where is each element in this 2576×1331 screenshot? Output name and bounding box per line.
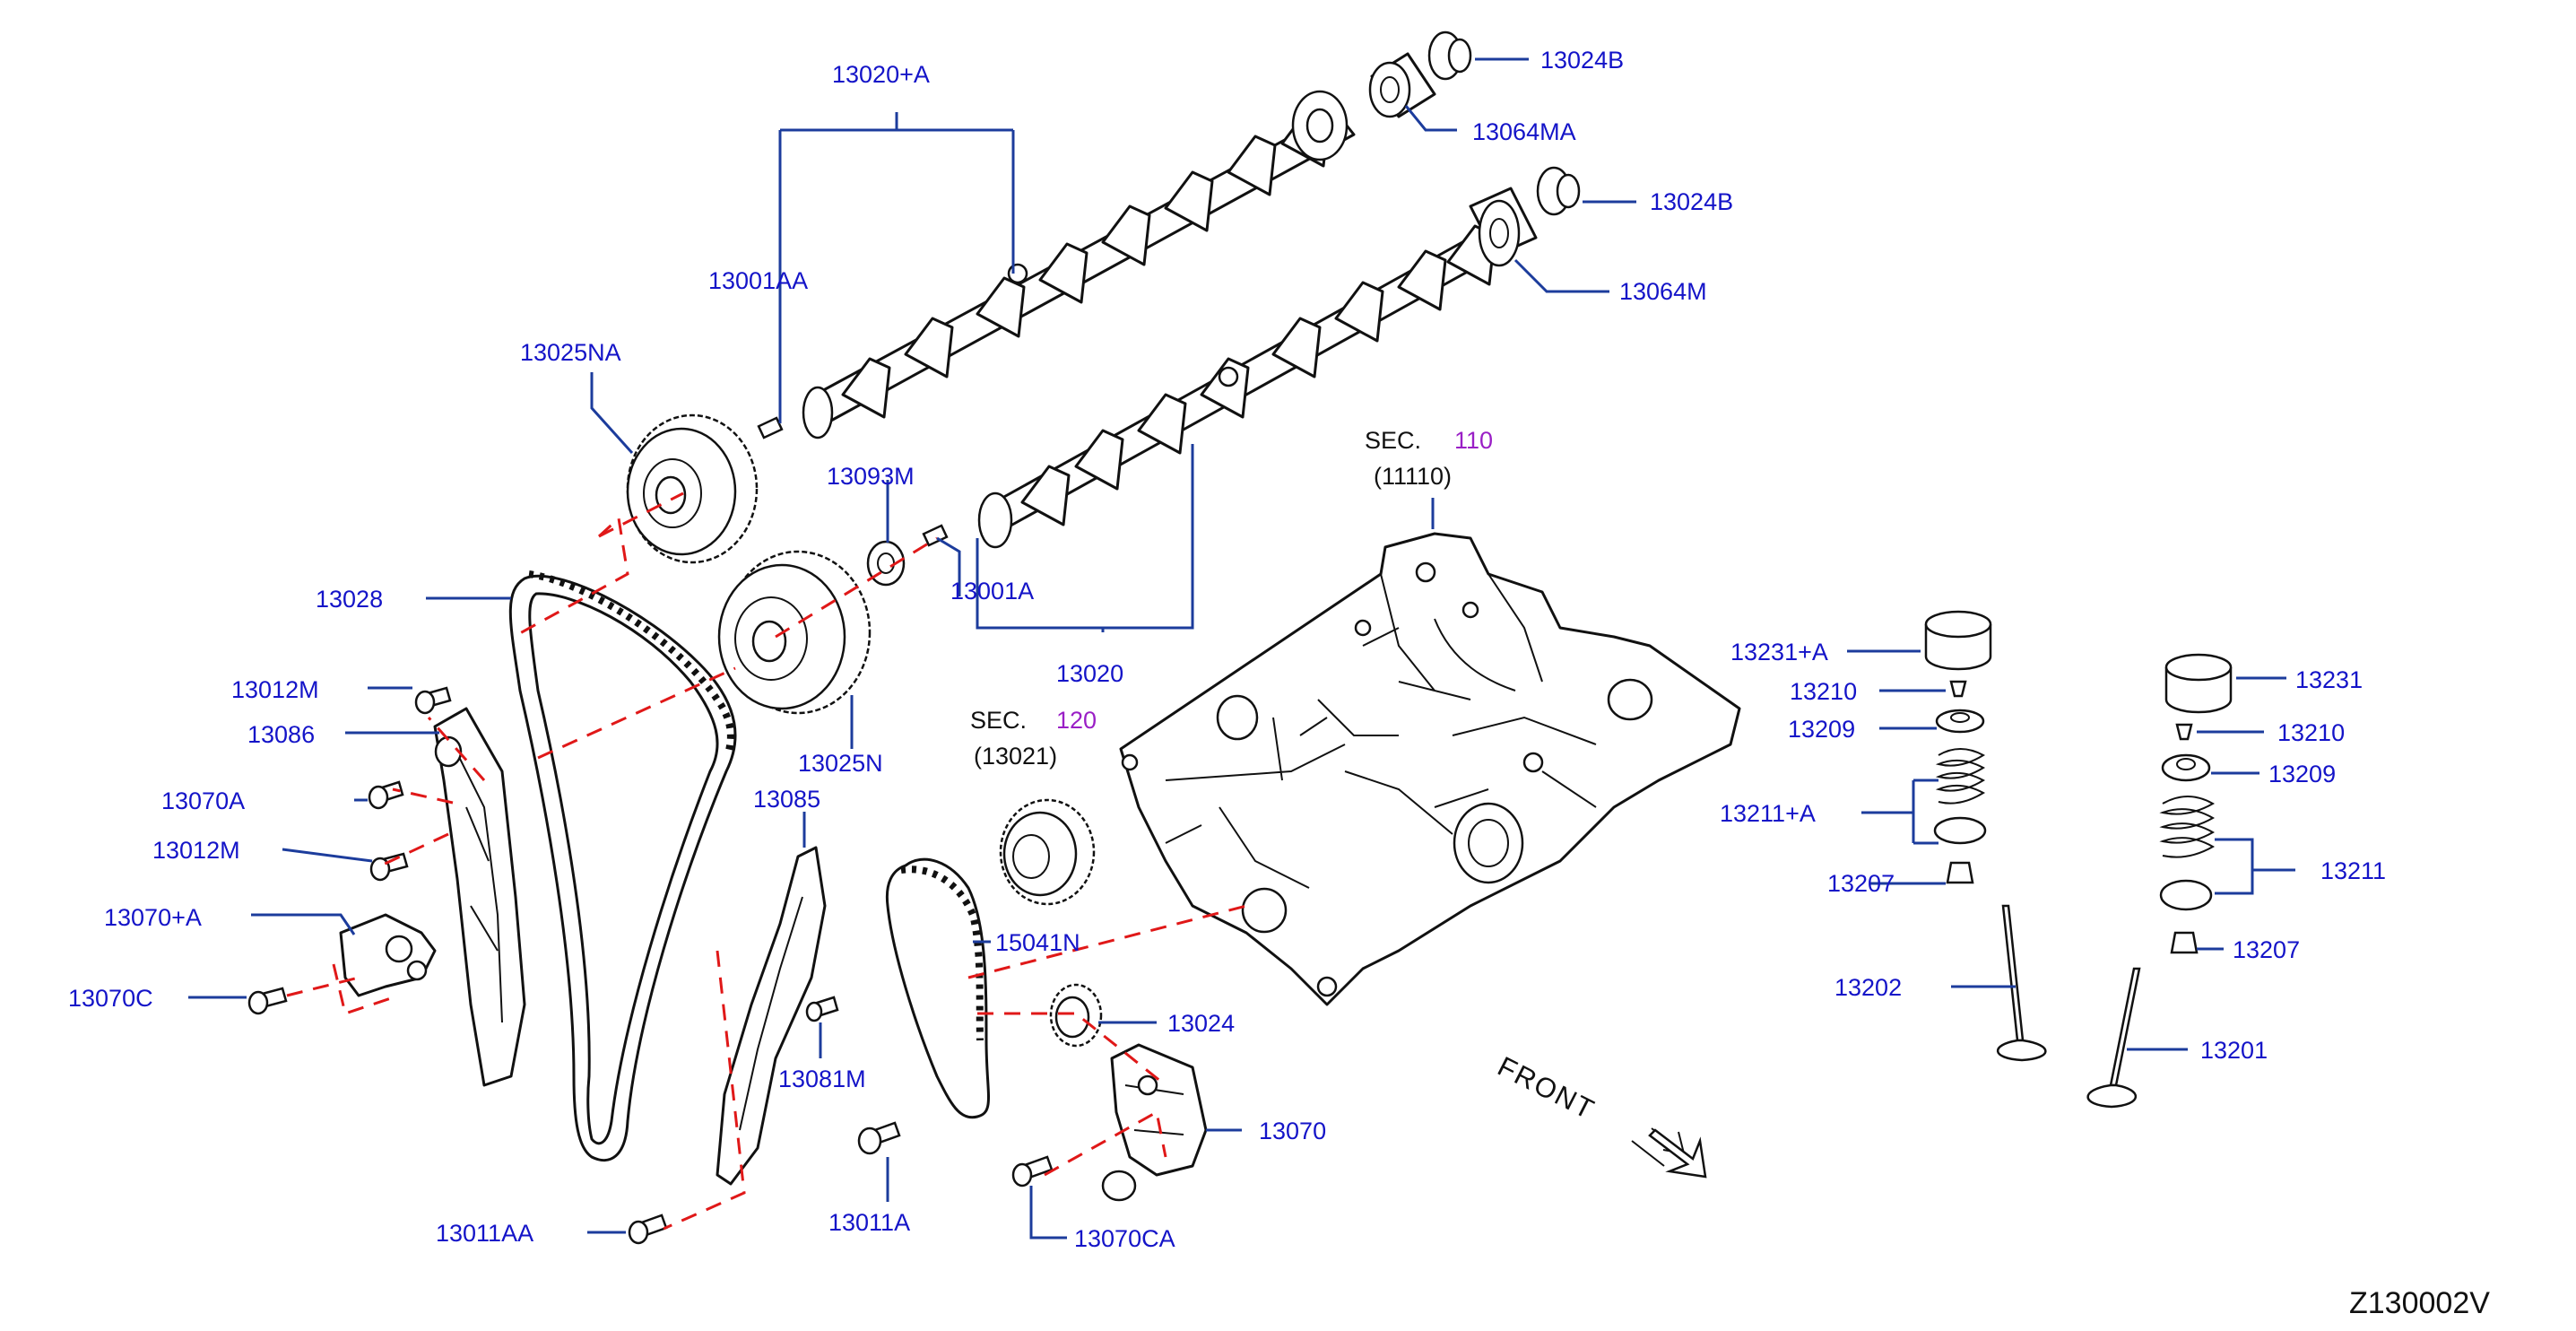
spring-retainer-13209 — [2161, 753, 2211, 782]
label-13201[interactable]: 13201 — [2200, 1037, 2268, 1064]
oil-pump-sprocket — [1049, 983, 1103, 1048]
spring-retainer-13209a — [1935, 709, 1985, 734]
valve-seal-13207 — [2170, 931, 2199, 954]
label-13028[interactable]: 13028 — [316, 586, 383, 613]
timing-chain-main — [508, 570, 737, 1162]
label-13070a[interactable]: 13070A — [161, 787, 245, 814]
label-13011aa[interactable]: 13011AA — [436, 1220, 533, 1247]
intake-cam-sprocket — [717, 550, 872, 715]
label-13210-a[interactable]: 13210 — [1790, 678, 1857, 705]
label-13012m-low[interactable]: 13012M — [152, 837, 240, 864]
label-13012m-top[interactable]: 13012M — [231, 676, 319, 703]
section-ref-110: SEC. 110 (11110) — [1365, 427, 1493, 490]
bolt-13070c — [247, 987, 288, 1015]
dowel-pin-lower — [922, 524, 949, 547]
spring-seat-13211a — [1933, 816, 1987, 845]
label-13207-a[interactable]: 13207 — [1827, 870, 1895, 897]
cam-position-plate-lower — [1469, 187, 1538, 267]
label-13211[interactable]: 13211 — [2320, 857, 2386, 884]
section-ref-code: (11110) — [1374, 463, 1452, 490]
cylinder-head-block — [1119, 532, 1741, 1006]
bolt-13011a — [857, 1121, 901, 1155]
label-13024[interactable]: 13024 — [1167, 1010, 1235, 1037]
idler-gear — [999, 798, 1096, 906]
pin-13081m — [805, 996, 839, 1022]
section-prefix: SEC. — [1365, 427, 1421, 454]
valve-lifter-13231 — [2164, 653, 2233, 714]
label-13025n[interactable]: 13025N — [798, 750, 883, 777]
label-13085[interactable]: 13085 — [753, 786, 820, 813]
valve-13202 — [1996, 904, 2047, 1062]
label-13025na[interactable]: 13025NA — [520, 339, 621, 366]
dashed-guide-lines — [286, 492, 1247, 1231]
cam-end-seal-lower — [1536, 166, 1581, 216]
section-number-110[interactable]: 110 — [1454, 427, 1493, 454]
label-13020-a[interactable]: 13020+A — [832, 61, 930, 88]
bolt-13012m-top — [414, 686, 452, 715]
label-13093m[interactable]: 13093M — [827, 463, 915, 490]
label-13064ma[interactable]: 13064MA — [1472, 118, 1576, 145]
valve-collet-13210a — [1949, 680, 1967, 698]
label-13231-a[interactable]: 13231+A — [1730, 639, 1828, 666]
label-13024b-mid[interactable]: 13024B — [1650, 188, 1733, 215]
label-13231[interactable]: 13231 — [2295, 666, 2363, 693]
oil-pump-chain — [885, 857, 990, 1119]
cam-position-plate-upper — [1368, 52, 1436, 118]
bolt-13011aa — [628, 1214, 668, 1245]
chain-tensioner-right — [1110, 1043, 1208, 1177]
leader-lines — [188, 57, 2295, 1240]
front-label: FRONT — [1493, 1050, 1600, 1126]
chain-tensioner-left — [339, 913, 437, 997]
label-13202[interactable]: 13202 — [1834, 974, 1902, 1001]
valve-13201 — [2086, 967, 2141, 1109]
valve-collet-13210 — [2175, 723, 2193, 741]
label-15041n[interactable]: 15041N — [995, 929, 1080, 956]
label-13070ca[interactable]: 13070CA — [1074, 1225, 1175, 1252]
section-prefix: SEC. — [970, 707, 1027, 734]
exhaust-camshaft — [802, 90, 1356, 439]
valve-seal-13207a — [1946, 861, 1974, 884]
spring-seat-13211 — [2159, 879, 2213, 911]
label-13024b-top[interactable]: 13024B — [1540, 47, 1624, 74]
label-13209[interactable]: 13209 — [2268, 761, 2336, 787]
label-13070[interactable]: 13070 — [1259, 1118, 1326, 1144]
label-13070c[interactable]: 13070C — [68, 985, 153, 1012]
bolt-13070ca — [1011, 1155, 1054, 1187]
label-13064m[interactable]: 13064M — [1619, 278, 1707, 305]
label-13086[interactable]: 13086 — [247, 721, 315, 748]
chain-tension-guide — [433, 707, 526, 1087]
chain-slack-guide — [716, 846, 827, 1186]
tensioner-o-ring — [1101, 1170, 1137, 1202]
label-13011a[interactable]: 13011A — [828, 1209, 910, 1236]
label-13001a[interactable]: 13001A — [950, 578, 1034, 605]
section-ref-code: (13021) — [974, 743, 1057, 770]
front-arrow — [1631, 1127, 1707, 1179]
label-13209-a[interactable]: 13209 — [1788, 716, 1855, 743]
bolt-13070a — [368, 780, 404, 810]
label-13070-a[interactable]: 13070+A — [104, 904, 202, 931]
diagram-code: Z130002V — [2349, 1286, 2490, 1320]
valve-spring-13211 — [2159, 796, 2216, 858]
dowel-pin-upper — [757, 416, 784, 439]
section-number-120[interactable]: 120 — [1056, 707, 1097, 734]
label-13081m[interactable]: 13081M — [778, 1066, 866, 1092]
label-13001aa[interactable]: 13001AA — [708, 267, 808, 294]
label-13207[interactable]: 13207 — [2233, 936, 2300, 963]
section-ref-120: SEC. 120 (13021) — [970, 707, 1097, 770]
exhaust-cam-sprocket — [626, 413, 759, 564]
valve-spring-13211a — [1935, 748, 1986, 805]
label-13210[interactable]: 13210 — [2277, 719, 2345, 746]
cam-end-seal-upper — [1427, 30, 1472, 81]
label-13020[interactable]: 13020 — [1056, 660, 1123, 687]
bolt-13012m-low — [369, 852, 409, 882]
part-labels: 13020+A 13024B 13064MA 13024B 13064M 130… — [68, 47, 2386, 1252]
label-13211-a[interactable]: 13211+A — [1720, 800, 1816, 827]
intake-camshaft — [977, 224, 1496, 549]
valve-lifter-13231a — [1924, 610, 1992, 671]
